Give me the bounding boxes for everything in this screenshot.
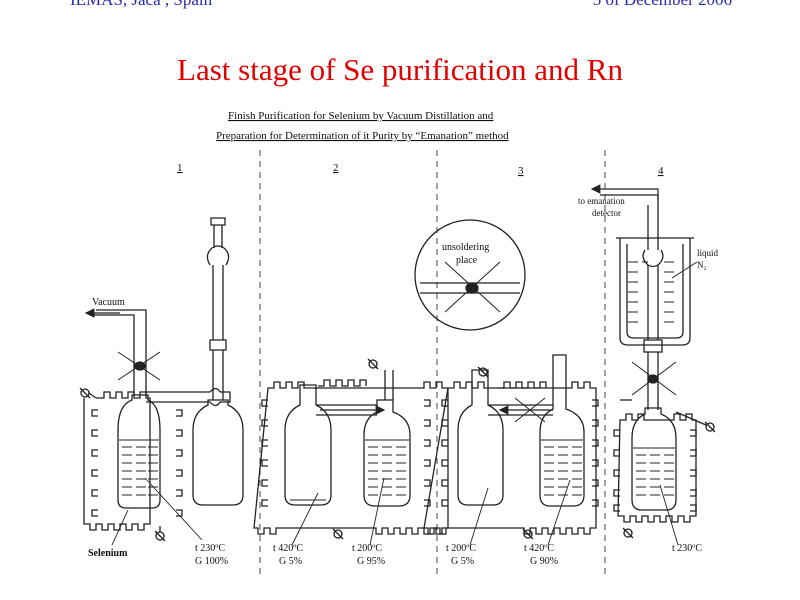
label-unsoldering-2: place — [456, 255, 478, 266]
stage-3-apparatus — [414, 219, 599, 540]
s3-left-temperature: t 200ºC — [446, 543, 476, 554]
figure-heading-line2: Preparation for Determination of it Puri… — [216, 130, 509, 142]
emanation-line — [610, 188, 659, 200]
stage-1-apparatus — [79, 217, 244, 542]
header-left: IEMAS, Jaca , Spain — [70, 0, 212, 10]
s1-yield: G 100% — [195, 556, 228, 567]
stage-separators — [259, 150, 606, 575]
s4-temperature: t 230ºC — [672, 543, 702, 554]
stage-number-1: 1 — [177, 162, 183, 174]
stage-number-3: 3 — [518, 165, 524, 177]
label-emanation-1: to emanation — [578, 196, 625, 206]
slide-title: Last stage of Se purification and Rn — [177, 52, 623, 87]
header-right: 5 of December 2006 — [593, 0, 732, 10]
s2-left-temperature: t 420ºC — [273, 543, 303, 554]
stage-2-apparatus — [253, 358, 449, 540]
label-liquid-1: liquid — [697, 248, 719, 258]
liquid-leader — [671, 261, 698, 279]
s1-temperature: t 230ºC — [195, 543, 225, 554]
stage-number-4: 4 — [658, 165, 664, 177]
stage-3-leaders — [469, 479, 571, 546]
stage-number-2: 2 — [333, 162, 339, 174]
stage-2-leaders — [291, 477, 385, 546]
label-vacuum: Vacuum — [92, 297, 125, 308]
label-unsoldering-1: unsoldering — [442, 242, 489, 253]
stage-1-leaders — [111, 477, 203, 546]
s2-right-temperature: t 200ºC — [352, 543, 382, 554]
s2-left-yield: G 5% — [279, 556, 302, 567]
label-selenium: Selenium — [88, 548, 128, 559]
s2-right-yield: G 95% — [357, 556, 385, 567]
label-liquid-2: N₂ — [697, 260, 707, 270]
stage-4-leader — [659, 484, 679, 546]
s3-right-temperature: t 420ºC — [524, 543, 554, 554]
s3-left-yield: G 5% — [451, 556, 474, 567]
stage-4-apparatus — [600, 194, 716, 539]
s3-right-yield: G 90% — [530, 556, 558, 567]
label-emanation-2: detector — [592, 208, 621, 218]
figure-heading-line1: Finish Purification for Selenium by Vacu… — [228, 110, 494, 122]
